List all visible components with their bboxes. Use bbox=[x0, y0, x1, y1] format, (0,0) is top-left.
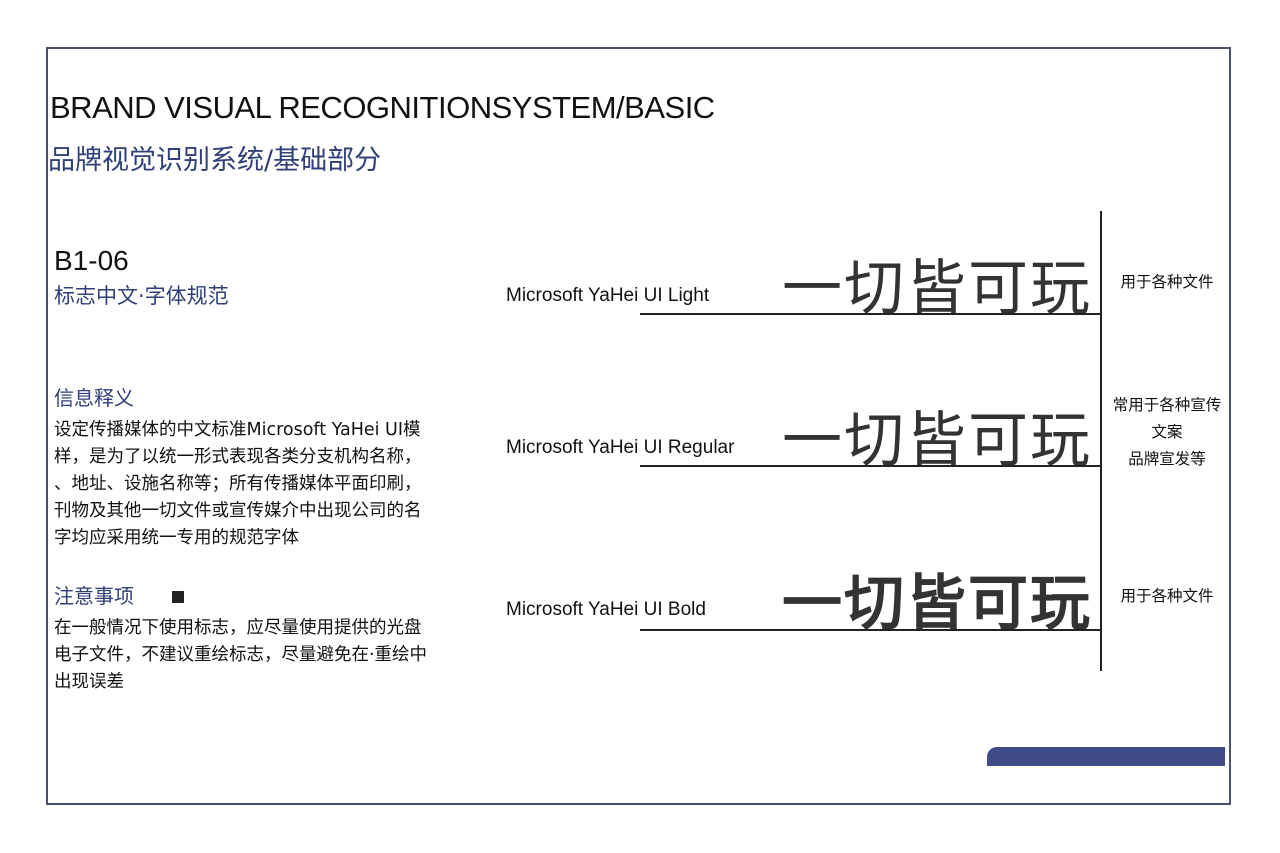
notes-line: 电子文件，不建议重绘标志，尽量避免在·重绘中 bbox=[54, 645, 428, 665]
usage-line: 用于各种文件 bbox=[1120, 587, 1214, 605]
info-line: 刊物及其他一切文件或宣传媒介中出现公司的名 bbox=[54, 501, 422, 521]
notes-line: 在一般情况下使用标志，应尽量使用提供的光盘 bbox=[54, 618, 422, 638]
underline-divider bbox=[640, 629, 1101, 631]
square-bullet-icon bbox=[172, 591, 184, 603]
info-line: 设定传播媒体的中文标准Microsoft YaHei UI模 bbox=[54, 420, 421, 440]
underline-divider bbox=[640, 465, 1101, 467]
usage-note-light: 用于各种文件 bbox=[1104, 269, 1230, 296]
usage-line: 常用于各种宣传 bbox=[1112, 396, 1222, 414]
usage-line: 品牌宣发等 bbox=[1128, 450, 1206, 468]
font-label-light: Microsoft YaHei UI Light bbox=[506, 285, 710, 306]
usage-note-regular: 常用于各种宣传 文案 品牌宣发等 bbox=[1104, 392, 1230, 473]
usage-line: 文案 bbox=[1151, 423, 1183, 441]
page-frame bbox=[46, 47, 1231, 805]
info-line: 字均应采用统一专用的规范字体 bbox=[54, 528, 299, 548]
section-code: B1-06 bbox=[54, 245, 129, 276]
notes-line: 出现误差 bbox=[54, 672, 124, 692]
section-subtitle: 标志中文·字体规范 bbox=[54, 284, 229, 308]
page-title-en: BRAND VISUAL RECOGNITIONSYSTEM/BASIC bbox=[50, 90, 715, 125]
font-sample-light: 一切皆可玩 bbox=[782, 254, 1092, 324]
notes-title: 注意事项 bbox=[54, 584, 134, 608]
font-label-bold: Microsoft YaHei UI Bold bbox=[506, 599, 706, 620]
info-paragraph: 设定传播媒体的中文标准Microsoft YaHei UI模 样，是为了以统一形… bbox=[54, 417, 494, 552]
usage-line: 用于各种文件 bbox=[1120, 273, 1214, 291]
notes-paragraph: 在一般情况下使用标志，应尽量使用提供的光盘 电子文件，不建议重绘标志，尽量避免在… bbox=[54, 615, 494, 696]
vertical-divider bbox=[1100, 211, 1102, 671]
font-label-regular: Microsoft YaHei UI Regular bbox=[506, 437, 735, 458]
info-line: 、地址、设施名称等；所有传播媒体平面印刷， bbox=[54, 474, 422, 494]
underline-divider bbox=[640, 313, 1101, 315]
font-sample-regular: 一切皆可玩 bbox=[782, 406, 1092, 476]
accent-bar bbox=[987, 747, 1225, 766]
info-line: 样，是为了以统一形式表现各类分支机构名称， bbox=[54, 447, 422, 467]
page-title-cn: 品牌视觉识别系统/基础部分 bbox=[48, 145, 382, 176]
usage-note-bold: 用于各种文件 bbox=[1104, 583, 1230, 610]
font-sample-bold: 一切皆可玩 bbox=[782, 569, 1092, 639]
info-title: 信息释义 bbox=[54, 386, 134, 410]
